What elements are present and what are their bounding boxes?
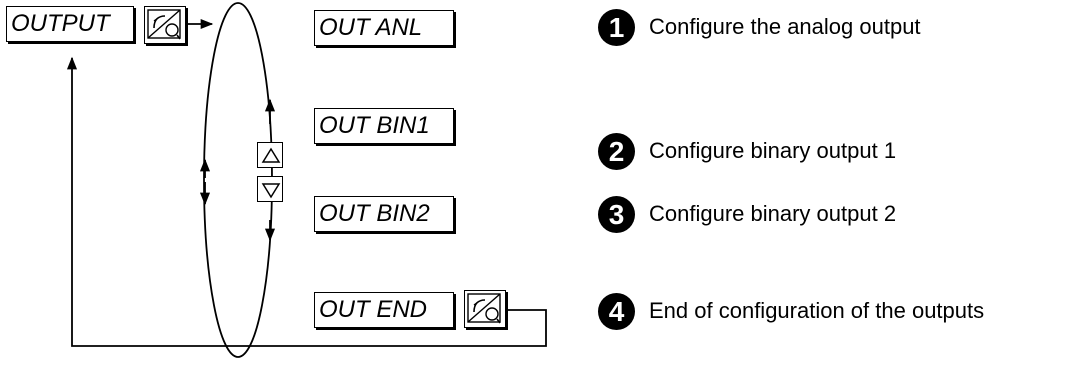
- enter-key-icon: [464, 290, 506, 328]
- out-end-menu-item: OUT END: [314, 292, 454, 328]
- step-description: Configure binary output 1: [649, 138, 897, 163]
- down-triangle-icon: [257, 176, 283, 202]
- step-number-badge: 1: [598, 8, 635, 46]
- out-bin2-menu-item: OUT BIN2: [314, 196, 454, 232]
- step-3: 3 Configure binary output 2: [598, 194, 896, 234]
- up-triangle-icon: [257, 142, 283, 168]
- step-number-badge: 4: [598, 292, 635, 330]
- step-description: End of configuration of the outputs: [649, 298, 985, 323]
- step-description: Configure the analog output: [649, 14, 921, 39]
- enter-key-icon: [144, 6, 186, 44]
- step-4: 4 End of configuration of the outputs: [598, 291, 984, 331]
- step-description: Configure binary output 2: [649, 201, 897, 226]
- step-1: 1 Configure the analog output: [598, 7, 921, 47]
- out-bin1-menu-item: OUT BIN1: [314, 108, 454, 144]
- return-line: [66, 56, 547, 347]
- output-menu-item: OUTPUT: [6, 6, 134, 42]
- step-2: 2 Configure binary output 1: [598, 131, 896, 171]
- step-number-badge: 3: [598, 195, 635, 233]
- step-number-badge: 2: [598, 132, 635, 170]
- out-anl-menu-item: OUT ANL: [314, 10, 454, 46]
